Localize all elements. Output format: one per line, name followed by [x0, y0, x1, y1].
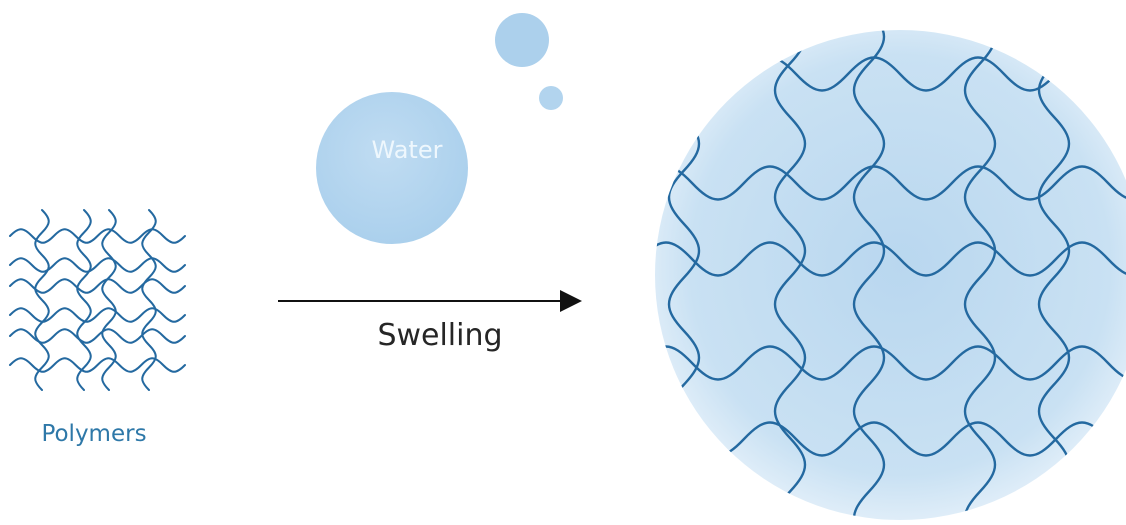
network-strand — [10, 308, 185, 322]
network-strand — [77, 210, 91, 390]
water-droplet-medium — [495, 13, 549, 67]
swelling-label: Swelling — [330, 318, 550, 353]
water-droplet-icon — [316, 13, 563, 244]
network-strand — [10, 358, 185, 372]
polymer-network-icon — [10, 210, 185, 390]
water-droplet-main — [316, 92, 468, 244]
swollen-hydrogel-icon — [640, 10, 1126, 525]
arrow-right-icon — [278, 290, 582, 312]
network-strand — [35, 210, 49, 390]
water-droplet-small — [539, 86, 563, 110]
network-strand — [102, 210, 116, 390]
water-label: Water — [318, 136, 496, 164]
network-strand — [10, 258, 185, 272]
polymers-label: Polymers — [0, 421, 188, 447]
